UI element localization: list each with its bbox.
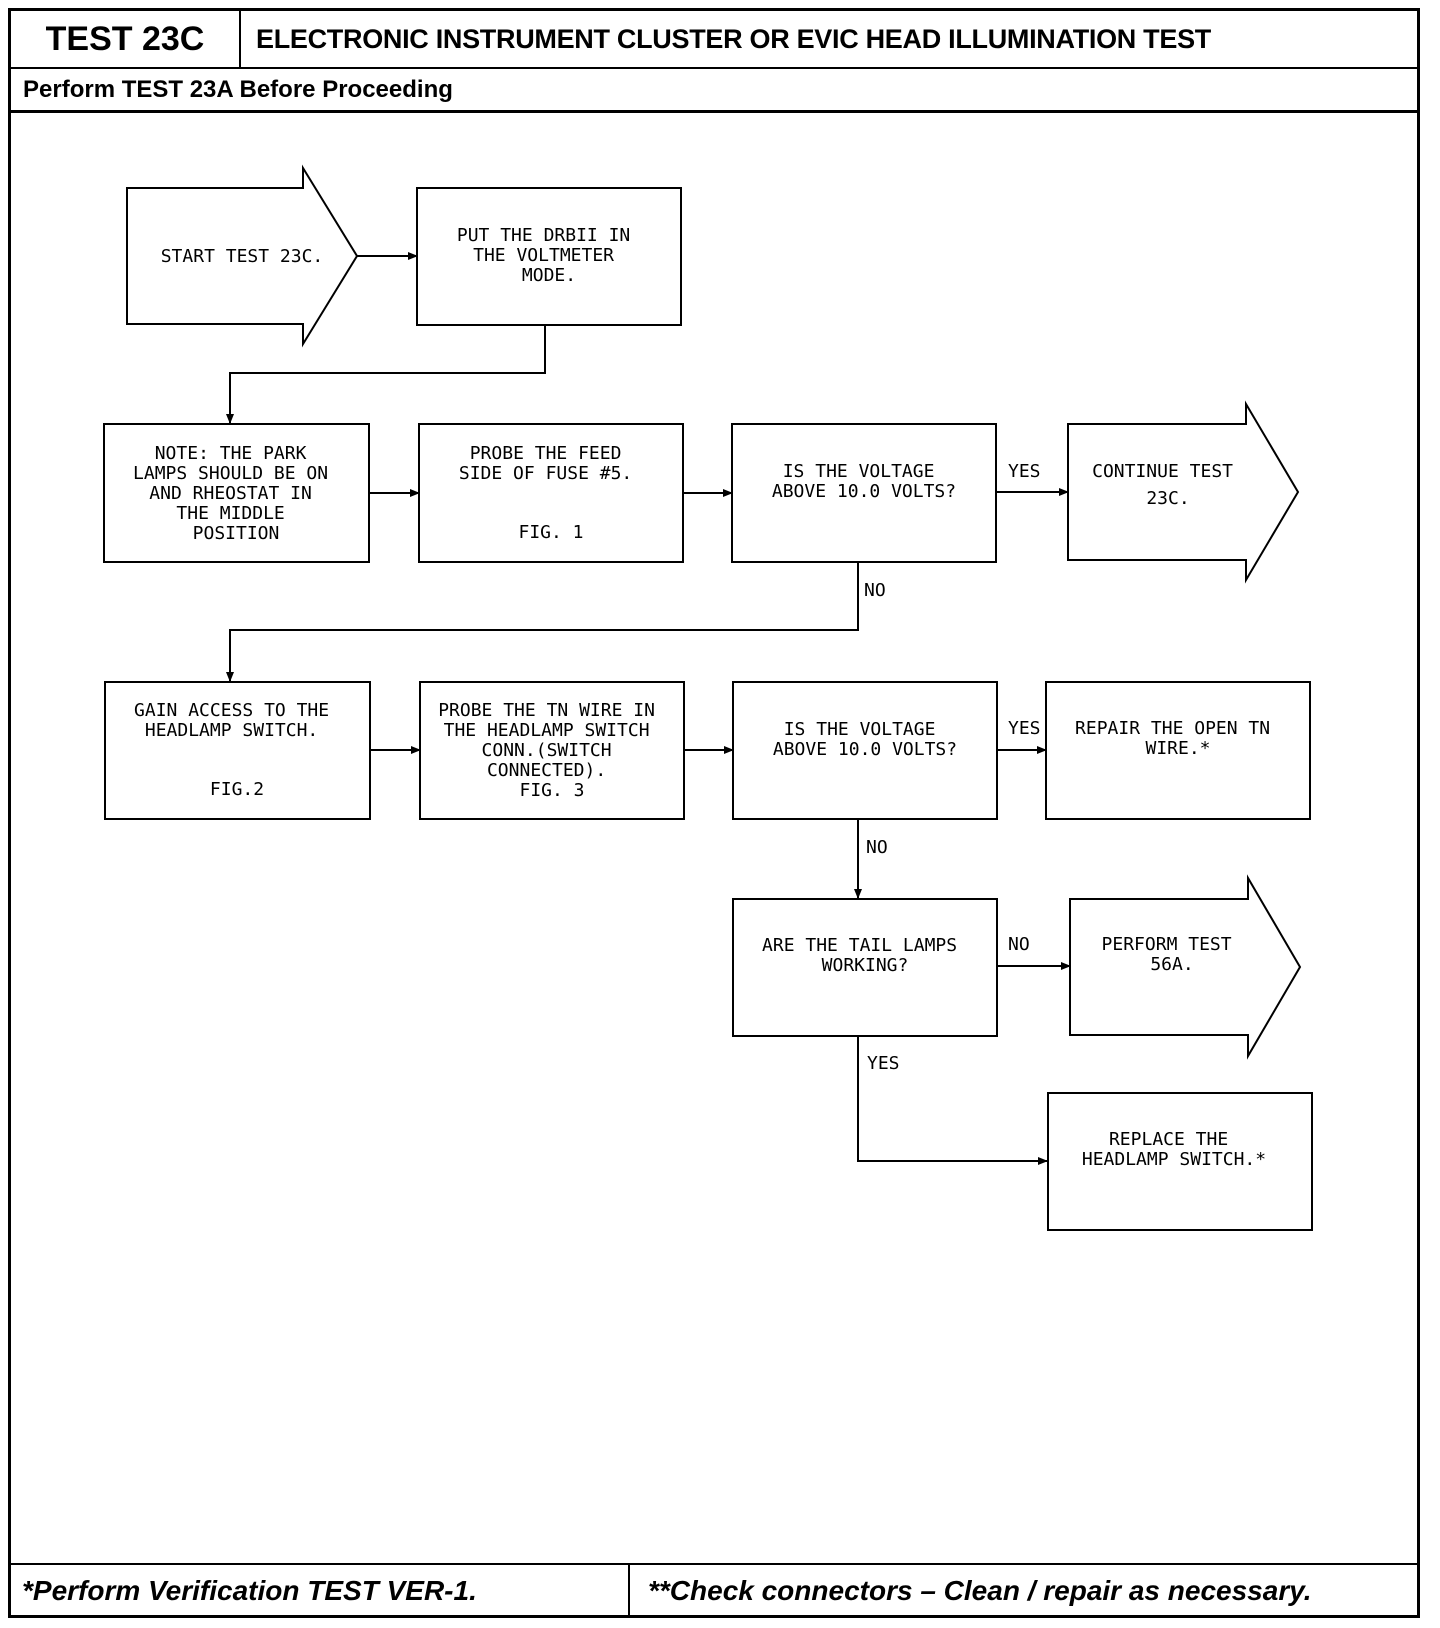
- gain-access-fig: FIG.2: [210, 779, 264, 800]
- connector-no-gain: [226, 562, 859, 682]
- probe-feed-text: PROBE THE FEED SIDE OF FUSE #5. FIG. 1: [459, 443, 643, 543]
- probe-tn-line: FIG. 3: [519, 780, 584, 801]
- no-label-3: NO: [1008, 934, 1030, 955]
- continue-line: CONTINUE TEST: [1092, 461, 1233, 482]
- yes-label-1: YES: [1008, 461, 1041, 482]
- voltage-question-1-text: IS THE VOLTAGE ABOVE 10.0 VOLTS?: [772, 461, 956, 502]
- perform-56a-line: PERFORM TEST: [1102, 934, 1232, 955]
- put-drbii-text: PUT THE DRBII IN THE VOLTMETER MODE.: [457, 225, 641, 286]
- replace-switch-line: REPLACE THE: [1109, 1129, 1228, 1150]
- start-line: START TEST 23C.: [161, 246, 324, 267]
- probe-tn-line: CONNECTED).: [487, 760, 606, 781]
- footer-verification-note: *Perform Verification TEST VER-1.: [22, 1575, 477, 1606]
- probe-feed-line: SIDE OF FUSE #5.: [459, 463, 632, 484]
- page-frame: TEST 23C ELECTRONIC INSTRUMENT CLUSTER O…: [8, 8, 1420, 1618]
- no-label-1: NO: [864, 580, 886, 601]
- note-park-text: NOTE: THE PARK LAMPS SHOULD BE ON AND RH…: [133, 443, 339, 544]
- start-arrow-shape: [126, 164, 359, 348]
- tail-lamps-line: ARE THE TAIL LAMPS: [762, 935, 957, 956]
- put-drbii-line: MODE.: [522, 265, 576, 286]
- probe-tn-line: THE HEADLAMP SWITCH: [444, 720, 650, 741]
- note-park-line: AND RHEOSTAT IN: [149, 483, 312, 504]
- note-park-line: THE MIDDLE: [176, 503, 284, 524]
- voltage-question-1-line: ABOVE 10.0 VOLTS?: [772, 481, 956, 502]
- test-id: TEST 23C: [11, 11, 241, 67]
- tail-lamps-line: WORKING?: [822, 955, 909, 976]
- continue-line: 23C.: [1146, 488, 1189, 509]
- connector-yes-replace: [857, 1036, 1048, 1165]
- note-park-line: LAMPS SHOULD BE ON: [133, 463, 328, 484]
- voltage-question-2-line: IS THE VOLTAGE: [784, 719, 936, 740]
- note-park-line: NOTE: THE PARK: [155, 443, 307, 464]
- no-label-2: NO: [866, 837, 888, 858]
- gain-access-line: HEADLAMP SWITCH.: [145, 720, 318, 741]
- perform-56a-line: 56A.: [1150, 954, 1193, 975]
- voltage-question-1-line: IS THE VOLTAGE: [783, 461, 935, 482]
- replace-switch-text: REPLACE THE HEADLAMP SWITCH.*: [1082, 1129, 1266, 1170]
- prerequisite-text: Perform TEST 23A Before Proceeding: [23, 76, 453, 103]
- replace-switch-box: [1047, 1092, 1313, 1231]
- probe-tn-text: PROBE THE TN WIRE IN THE HEADLAMP SWITCH…: [438, 700, 666, 801]
- voltage-question-2-line: ABOVE 10.0 VOLTS?: [773, 739, 957, 760]
- tail-lamps-question-text: ARE THE TAIL LAMPS WORKING?: [762, 935, 968, 976]
- put-drbii-line: PUT THE DRBII IN: [457, 225, 630, 246]
- footer-connectors-note: **Check connectors – Clean / repair as n…: [648, 1575, 1312, 1606]
- tail-lamps-question-box: [732, 898, 998, 1037]
- replace-switch-line: HEADLAMP SWITCH.*: [1082, 1149, 1266, 1170]
- connector-put-note: [226, 325, 546, 424]
- continue-arrow-shape: [1067, 400, 1300, 584]
- page-title: ELECTRONIC INSTRUMENT CLUSTER OR EVIC HE…: [256, 24, 1211, 54]
- probe-tn-line: PROBE THE TN WIRE IN: [438, 700, 655, 721]
- yes-label-3: YES: [867, 1053, 900, 1074]
- perform-56a-arrow-shape: [1069, 874, 1302, 1060]
- probe-feed-line: PROBE THE FEED: [470, 443, 622, 464]
- yes-label-2: YES: [1008, 718, 1041, 739]
- start-text: START TEST 23C.: [161, 246, 324, 267]
- continue-text: CONTINUE TEST 23C.: [1092, 461, 1244, 509]
- note-park-line: POSITION: [193, 523, 280, 544]
- probe-tn-line: CONN.(SWITCH: [482, 740, 612, 761]
- repair-line: REPAIR THE OPEN TN: [1075, 718, 1270, 739]
- perform-56a-text: PERFORM TEST 56A.: [1102, 934, 1243, 975]
- gain-access-line: GAIN ACCESS TO THE: [134, 700, 329, 721]
- prerequisite-row: Perform TEST 23A Before Proceeding: [11, 69, 1417, 113]
- repair-line: WIRE.*: [1145, 738, 1210, 759]
- gain-access-text: GAIN ACCESS TO THE HEADLAMP SWITCH. FIG.…: [134, 700, 340, 800]
- put-drbii-line: THE VOLTMETER: [473, 245, 614, 266]
- voltage-question-2-text: IS THE VOLTAGE ABOVE 10.0 VOLTS?: [773, 719, 957, 760]
- footer-divider: [628, 1565, 630, 1617]
- probe-feed-fig: FIG. 1: [518, 522, 583, 543]
- footer-row: *Perform Verification TEST VER-1. **Chec…: [8, 1563, 1420, 1618]
- header-row: TEST 23C ELECTRONIC INSTRUMENT CLUSTER O…: [11, 11, 1417, 69]
- repair-text: REPAIR THE OPEN TN WIRE.*: [1075, 718, 1281, 759]
